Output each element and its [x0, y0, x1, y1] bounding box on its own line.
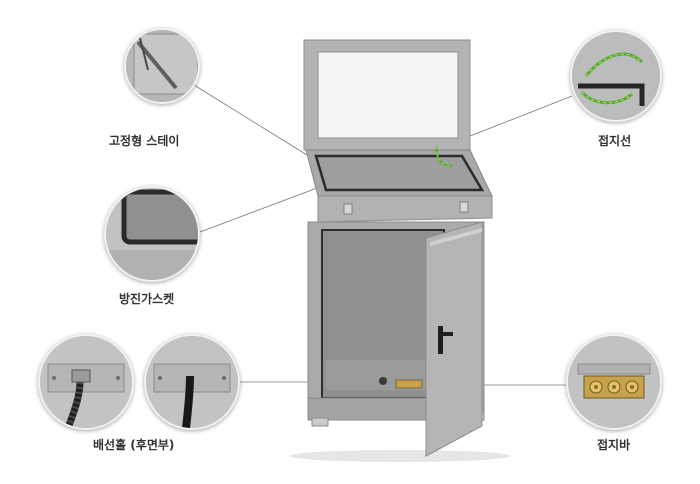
detail-cable-hole-cable — [144, 334, 240, 430]
open-lid — [303, 39, 471, 151]
cable-hole-inline — [379, 377, 387, 385]
latch-right — [459, 201, 469, 213]
detail-cable-hole-conduit — [38, 334, 134, 430]
label-cable-hole: 배선홀 (후면부) — [93, 438, 175, 452]
detail-ground-wire — [570, 30, 662, 122]
sloped-panel — [305, 149, 493, 197]
label-fixed-stay: 고정형 스테이 — [109, 134, 180, 148]
latch-left — [343, 203, 353, 215]
open-door — [425, 221, 483, 457]
door-handle — [438, 326, 443, 354]
detail-fixed-stay — [124, 28, 200, 104]
label-ground-wire: 접지선 — [598, 134, 632, 148]
detail-ground-bar — [566, 334, 662, 430]
label-ground-bar: 접지바 — [597, 438, 631, 452]
ground-bar-inline — [395, 379, 423, 389]
detail-dust-gasket — [104, 186, 200, 282]
label-dust-gasket: 방진가스켓 — [119, 292, 175, 306]
